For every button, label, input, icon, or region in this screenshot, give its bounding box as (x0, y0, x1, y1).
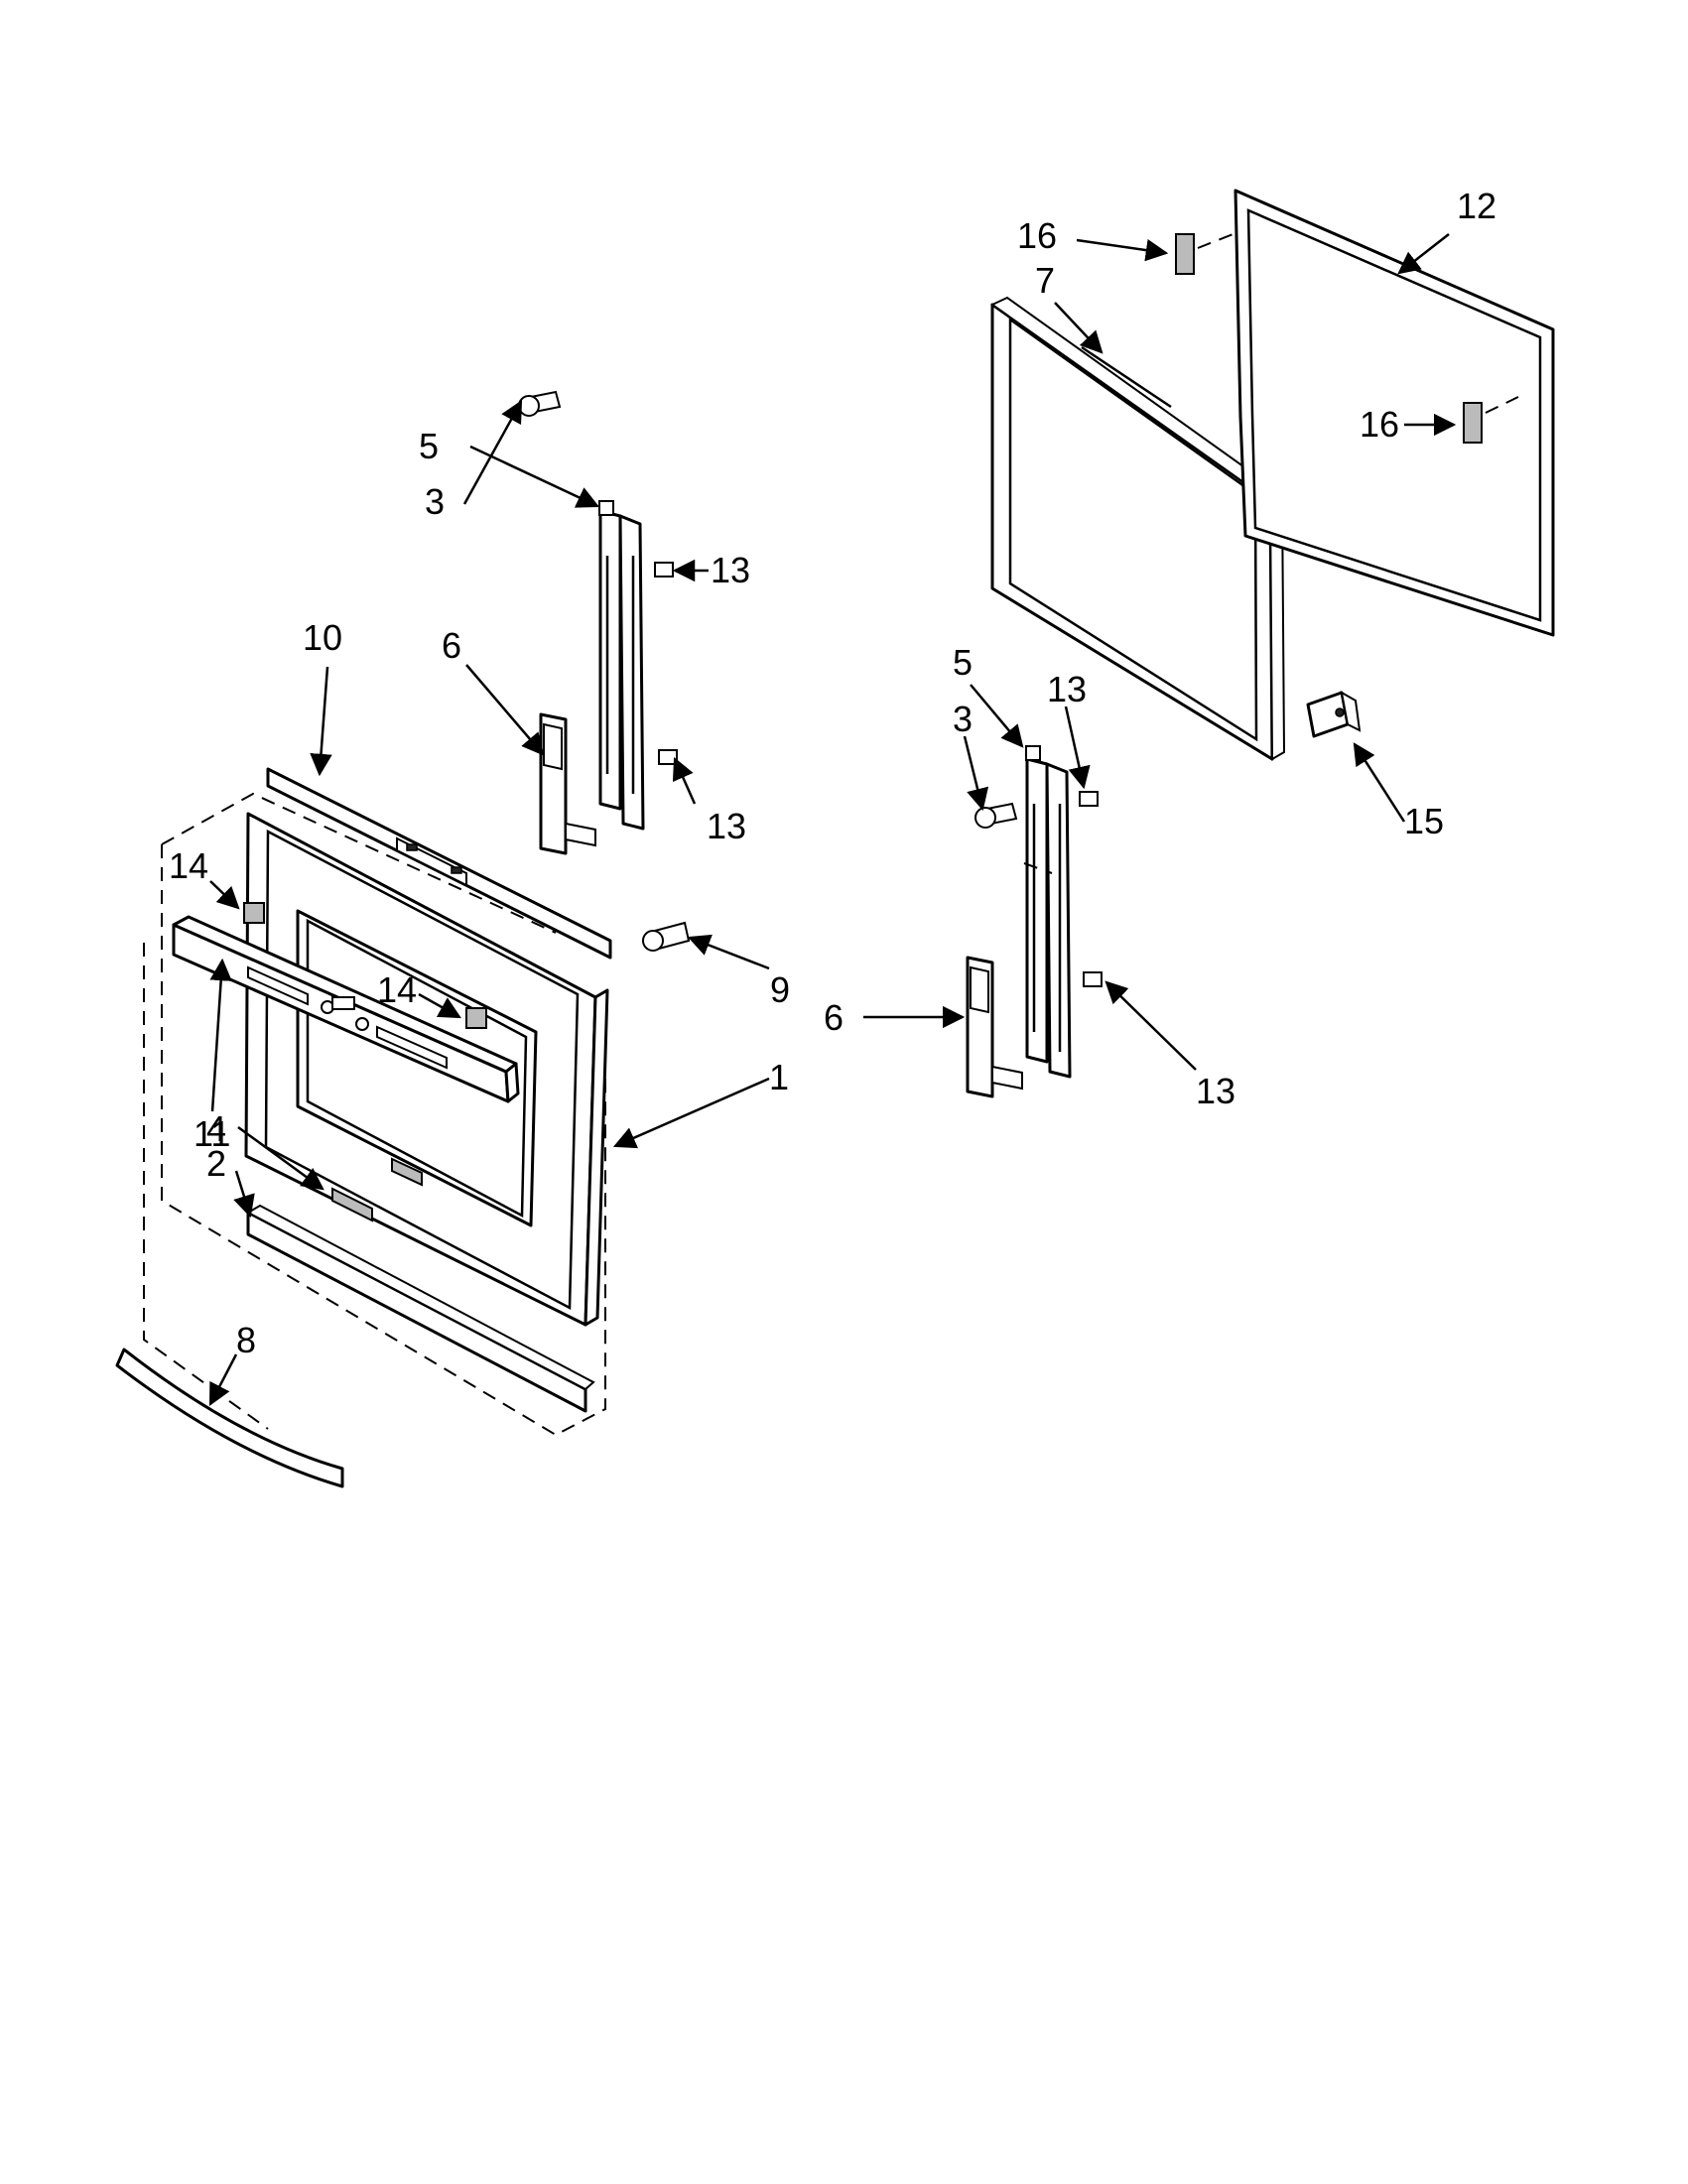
callout-3-left: 3 (425, 481, 445, 522)
bottom-trim-strip (245, 1204, 595, 1413)
inner-frame-7 (990, 296, 1286, 761)
leader-lines (208, 233, 1457, 1406)
top-trim-strip (266, 767, 612, 960)
assembly-connectors-dashed (1023, 232, 1519, 874)
spacer-16 (1175, 233, 1483, 444)
callout-16-right: 16 (1360, 404, 1399, 445)
callout-9: 9 (770, 969, 790, 1010)
callout-3-right: 3 (953, 699, 973, 739)
callout-16-top: 16 (1017, 215, 1057, 256)
callout-14-left: 14 (169, 845, 208, 886)
callout-6-left: 6 (442, 625, 461, 666)
hinge-assembly-right (966, 745, 1103, 1098)
label-square-14b (465, 1007, 487, 1029)
callout-4: 4 (206, 1108, 226, 1149)
label-square-14a (243, 902, 265, 924)
callout-6-right: 6 (824, 997, 844, 1038)
callout-13-right-upper: 13 (1047, 669, 1087, 709)
control-bar (172, 915, 520, 1103)
callout-7: 7 (1035, 260, 1055, 301)
callout-13-right-lower: 13 (1196, 1071, 1235, 1111)
callout-10: 10 (303, 617, 342, 658)
callout-5-right: 5 (953, 642, 973, 683)
callout-5-left: 5 (419, 426, 439, 466)
badge-4 (331, 1157, 423, 1222)
callout-1: 1 (769, 1057, 789, 1097)
callout-labels: 5 3 13 10 6 13 14 9 14 1 11 4 2 8 16 7 1… (169, 186, 1496, 1360)
door-handle (115, 1348, 344, 1488)
hinge-assembly-left (518, 390, 678, 855)
bumper-15 (1306, 691, 1362, 738)
callout-13-left-upper: 13 (711, 550, 750, 590)
screw-9 (642, 921, 691, 952)
callout-2: 2 (206, 1143, 226, 1184)
callout-14-mid: 14 (377, 969, 417, 1010)
callout-13-left-lower: 13 (707, 806, 746, 846)
glass-panel-12 (1234, 189, 1555, 637)
callout-15: 15 (1404, 801, 1444, 841)
callout-11: 11 (194, 1113, 230, 1154)
callout-8: 8 (236, 1320, 256, 1360)
callout-12: 12 (1457, 186, 1496, 226)
